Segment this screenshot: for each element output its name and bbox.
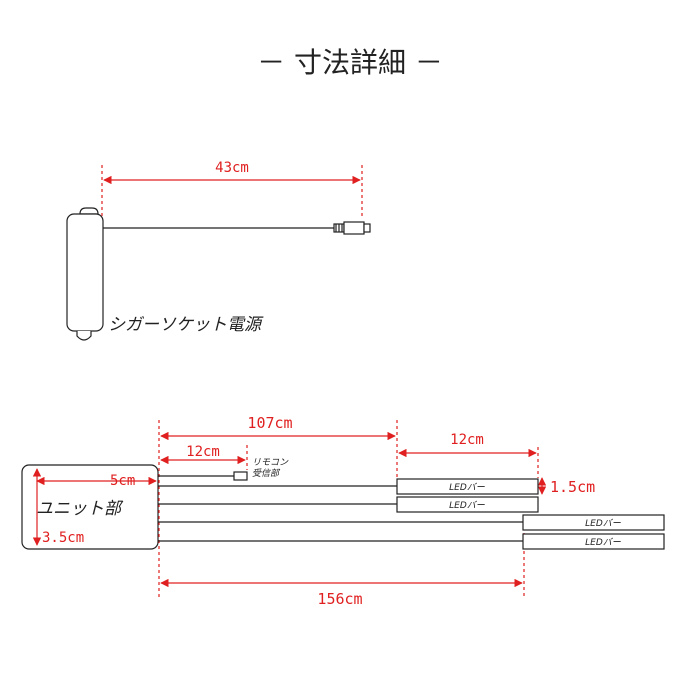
- unit-section: ユニット部 5cm 3.5cm 107cm 12cm 12cm 1.5cm 15…: [21, 414, 665, 608]
- led-height: 1.5cm: [550, 478, 595, 496]
- led-length: 12cm: [450, 432, 484, 448]
- led-bar-2-label: LEDバー: [449, 500, 486, 511]
- led-bar-1-label: LEDバー: [449, 482, 486, 493]
- socket-body: [66, 213, 104, 332]
- led-bar-3: [522, 514, 665, 531]
- led-bar-4: [522, 533, 665, 550]
- unit-box: [21, 464, 159, 550]
- short-cable-length: 107cm: [247, 414, 292, 432]
- socket-tip: [79, 207, 99, 215]
- socket-bottom-cap: [76, 331, 92, 341]
- led-bar-1: [396, 478, 539, 495]
- unit-height: 3.5cm: [42, 530, 84, 546]
- led-bar-2: [396, 496, 539, 513]
- remote-receiver-box: [233, 471, 248, 481]
- power-supply-label: シガーソケット電源: [108, 315, 264, 335]
- remote-label-line1: リモコン: [252, 458, 289, 468]
- led-bar-3-label: LEDバー: [585, 518, 622, 529]
- power-cable-length: 43cm: [215, 160, 249, 176]
- remote-label-line2: 受信部: [252, 468, 281, 479]
- unit-width: 5cm: [110, 473, 135, 489]
- power-supply-section: 43cm シガーソケット電源: [66, 160, 371, 341]
- plug-tip: [363, 223, 371, 233]
- remote-cable-length: 12cm: [186, 444, 220, 460]
- long-cable-length: 156cm: [317, 590, 362, 608]
- led-bar-4-label: LEDバー: [585, 537, 622, 548]
- plug-connector: [343, 221, 365, 235]
- page-title: － 寸法詳細 －: [257, 46, 443, 79]
- unit-label: ユニット部: [36, 499, 124, 519]
